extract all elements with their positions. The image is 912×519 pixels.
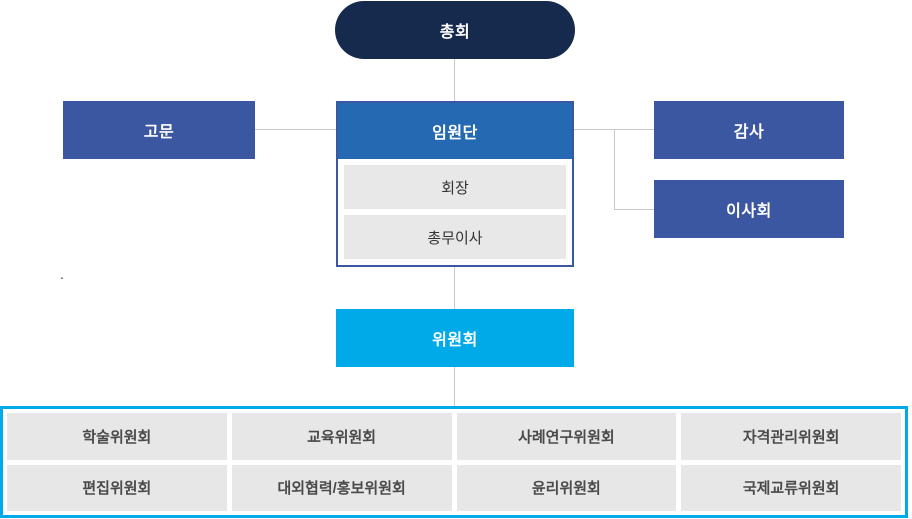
executive-members: 회장 총무이사 [338,159,572,265]
node-auditor: 감사 [654,101,844,159]
committee-box-label: 교육위원회 [307,428,377,446]
node-board-of-directors: 이사회 [654,180,844,238]
committee-box-label: 대외협력/홍보위원회 [277,480,406,498]
committee-box: 윤리위원회 [456,464,677,511]
connector-line-advisor [255,129,336,130]
committee-box-label: 자격관리위원회 [742,428,840,446]
committee-box: 국제교류위원회 [681,464,901,511]
node-general-assembly-label: 총회 [439,24,471,41]
committee-box: 편집위원회 [7,464,227,511]
committee-box: 학술위원회 [7,413,227,460]
committee-box: 대외협력/홍보위원회 [231,464,452,511]
committee-box: 사례연구위원회 [456,413,677,460]
node-executive-header: 임원단 [338,103,572,159]
node-president-label: 회장 [441,179,469,197]
stray-period-mark: . [60,266,64,282]
connector-line-top-to-executive [454,59,455,102]
connector-line-board-vertical [614,129,615,210]
node-executive-label: 임원단 [432,125,478,142]
committee-box: 자격관리위원회 [681,413,901,460]
node-committee-label: 위원회 [432,332,478,349]
node-committee: 위원회 [336,309,574,367]
node-president: 회장 [344,165,566,209]
committee-box-label: 사례연구위원회 [518,428,615,446]
node-general-assembly: 총회 [335,1,575,59]
connector-line-executive-to-committee [454,267,455,310]
node-general-affairs-director-label: 총무이사 [427,229,483,247]
node-board-of-directors-label: 이사회 [726,203,772,220]
connector-line-committee-to-grid [454,367,455,407]
node-auditor-label: 감사 [733,124,765,141]
node-advisor: 고문 [63,101,255,159]
committee-box-label: 국제교류위원회 [742,480,840,498]
node-general-affairs-director: 총무이사 [344,215,566,259]
node-executive-group: 임원단 회장 총무이사 [336,101,574,267]
committee-box-label: 학술위원회 [82,428,152,446]
committee-box: 교육위원회 [231,413,452,460]
node-advisor-label: 고문 [143,124,175,141]
connector-line-board-horizontal [614,209,654,210]
committee-box-label: 편집위원회 [82,480,152,498]
committee-box-label: 윤리위원회 [531,480,601,498]
